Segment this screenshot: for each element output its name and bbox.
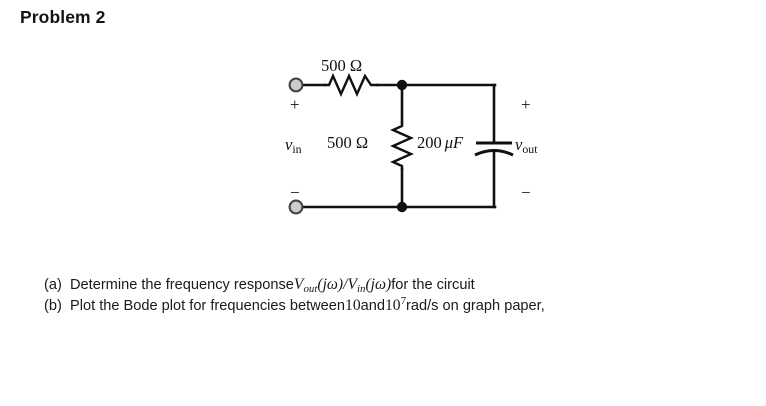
vin-subscript: in xyxy=(356,283,366,296)
vin-symbol: V xyxy=(347,276,357,293)
input-voltage-symbol: v xyxy=(285,135,293,154)
input-voltage-label: vin xyxy=(285,135,302,157)
output-plus-sign: + xyxy=(521,95,531,114)
series-resistor-label: 500 Ω xyxy=(321,56,363,75)
question-a-text-before: Determine the frequency response xyxy=(70,277,294,293)
question-item-b: (b) Plot the Bode plot for frequencies b… xyxy=(44,294,744,315)
output-voltage-subscript: out xyxy=(522,142,538,157)
question-a-text-after: for the circuit xyxy=(391,277,475,293)
input-voltage-subscript: in xyxy=(292,142,302,157)
question-b-text-mid: and xyxy=(360,298,385,314)
frequency-low-value: 10 xyxy=(345,297,361,314)
question-item-a: (a) Determine the frequency response Vou… xyxy=(44,276,744,296)
resistor-series-zigzag xyxy=(323,73,379,97)
output-voltage-label: vout xyxy=(515,135,538,157)
input-plus-sign: + xyxy=(290,95,300,114)
question-b-text-before: Plot the Bode plot for frequencies betwe… xyxy=(70,298,346,314)
circuit-schematic-svg xyxy=(288,73,514,215)
junction-dot-top xyxy=(396,79,408,91)
frequency-high-value: 107 xyxy=(384,294,407,315)
question-b-text-after: rad/s on graph paper, xyxy=(406,298,545,314)
frequency-high-base: 10 xyxy=(384,297,401,314)
vout-argument: (jω) xyxy=(317,276,344,293)
output-minus-sign: − xyxy=(521,183,531,202)
question-list: (a) Determine the frequency response Vou… xyxy=(44,276,744,318)
vout-symbol: V xyxy=(293,276,304,293)
question-a-marker: (a) xyxy=(44,277,62,293)
ratio-slash: / xyxy=(343,276,348,293)
vin-argument: (jω) xyxy=(365,276,392,293)
shunt-resistor-label: 500 Ω xyxy=(327,133,369,152)
input-terminal-positive xyxy=(288,77,304,93)
capacitor-value: 200 xyxy=(417,133,442,152)
junction-dot-bottom xyxy=(396,201,408,213)
resistor-shunt-zigzag xyxy=(390,121,414,171)
input-minus-sign: − xyxy=(290,183,300,202)
question-a-expression: Vout(jω)/Vin(jω) xyxy=(293,276,392,296)
frequency-high-exponent: 7 xyxy=(400,294,407,307)
vout-subscript: out xyxy=(303,283,318,296)
input-terminal-negative xyxy=(288,199,304,215)
question-b-marker: (b) xyxy=(44,298,62,314)
page-title: Problem 2 xyxy=(20,7,106,27)
capacitor-plate-bottom xyxy=(474,149,514,157)
output-voltage-symbol: v xyxy=(515,135,523,154)
capacitor-unit: μF xyxy=(444,133,464,152)
